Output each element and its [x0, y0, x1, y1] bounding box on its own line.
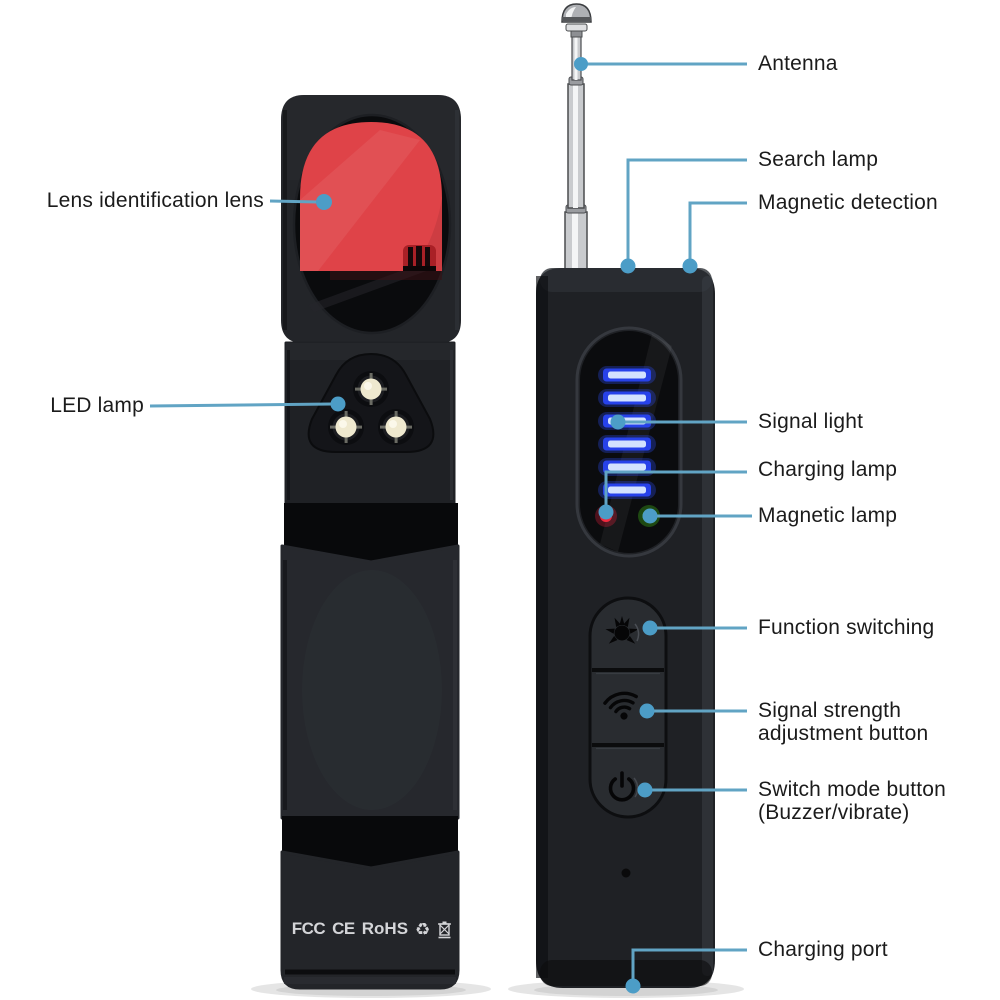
label-function-switching: Function switching	[758, 616, 935, 639]
sun-icon	[605, 616, 640, 644]
label-charging-lamp: Charging lamp	[758, 458, 898, 481]
callout-line-led-lamp	[149, 402, 333, 408]
lens-filter-knob	[403, 245, 436, 271]
device-front	[280, 95, 461, 990]
wifi-icon	[603, 691, 638, 720]
signal-display	[575, 326, 683, 558]
signal-bar	[598, 389, 656, 407]
recycle-icon: ♻	[415, 919, 431, 939]
label-switch-mode-line2: (Buzzer/vibrate)	[758, 801, 910, 824]
label-signal-strength-line2: adjustment button	[758, 722, 929, 745]
regulatory-marks: FCC CE RoHS ♻	[288, 915, 456, 943]
led-lamp-left	[328, 409, 364, 445]
led-lamp-top	[353, 371, 389, 407]
label-switch-mode-line1: Switch mode button	[758, 778, 947, 801]
power-button	[608, 771, 639, 802]
callout-lines	[149, 62, 752, 985]
callout-dot-switch-mode	[637, 782, 653, 798]
callout-dot-magnetic-lamp	[642, 508, 658, 524]
label-signal-strength: Signal strength adjustment button	[758, 699, 928, 745]
label-switch-mode: Switch mode button (Buzzer/vibrate)	[758, 778, 946, 824]
label-antenna: Antenna	[758, 52, 838, 75]
label-led-lamp: LED lamp	[50, 394, 144, 417]
signal-bar	[598, 366, 656, 384]
power-icon	[608, 771, 639, 802]
label-magnetic-lamp: Magnetic lamp	[758, 504, 898, 527]
callout-line-magnetic-detection	[688, 201, 747, 264]
label-lens-identification-lens: Lens identification lens	[46, 189, 264, 212]
front-seam-1	[284, 503, 458, 562]
device-side	[536, 3, 715, 988]
lens-identification-filter	[300, 122, 442, 271]
signal-bar	[598, 435, 656, 453]
label-search-lamp: Search lamp	[758, 148, 879, 171]
label-magnetic-detection: Magnetic detection	[758, 191, 938, 214]
callout-dot-antenna	[574, 57, 588, 71]
front-bottom-section	[280, 850, 460, 990]
antenna	[561, 3, 592, 273]
ce-mark: CE	[332, 919, 355, 938]
callout-dot-charging-port	[625, 978, 641, 994]
callout-line-lens-identification	[269, 199, 319, 204]
signal-strength-button	[603, 691, 638, 720]
fcc-mark: FCC	[291, 919, 326, 938]
rohs-mark: RoHS	[361, 919, 409, 938]
callout-line-search-lamp	[626, 158, 747, 264]
front-seam-2	[282, 816, 458, 868]
weee-bin-icon	[438, 921, 452, 939]
callout-dot-led-lamp	[330, 396, 346, 412]
callout-dot-signal-light	[610, 414, 626, 430]
callout-dots	[316, 57, 698, 994]
callout-dot-charging-lamp	[598, 504, 614, 520]
callout-line-charging-port	[631, 948, 747, 985]
label-signal-strength-line1: Signal strength	[758, 699, 902, 722]
callout-line-charging-lamp	[604, 470, 747, 510]
function-switch-button	[605, 616, 640, 644]
signal-bar	[598, 481, 656, 499]
callout-dot-signal-strength	[639, 703, 655, 719]
callout-dot-magnetic-detection	[682, 258, 698, 274]
callout-dot-lens-identification	[316, 194, 332, 210]
label-charging-port: Charging port	[758, 938, 888, 961]
led-lamp-right	[378, 409, 414, 445]
button-cluster	[588, 596, 668, 819]
mic-hole	[621, 868, 631, 878]
callout-dot-search-lamp	[620, 258, 636, 274]
label-signal-light: Signal light	[758, 410, 864, 433]
callout-dot-function-switching	[642, 620, 658, 636]
